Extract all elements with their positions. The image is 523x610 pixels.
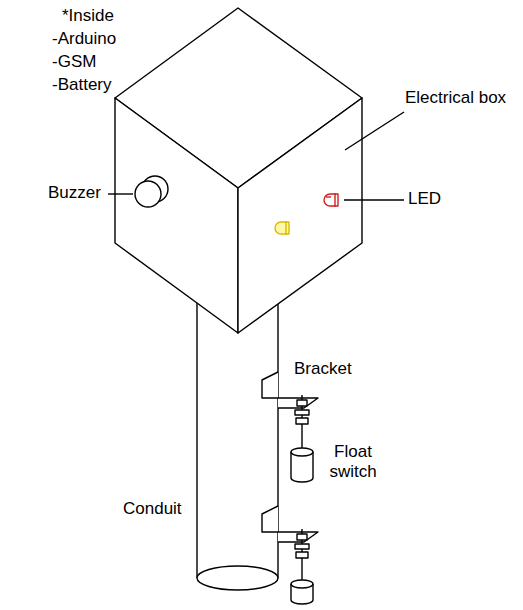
part-label: Buzzer xyxy=(48,183,101,203)
float-switch-upper xyxy=(291,395,313,482)
note-item: -Arduino xyxy=(52,29,116,49)
conduit xyxy=(197,303,278,590)
part-label: Float switch xyxy=(322,442,384,481)
leader-lines xyxy=(108,112,404,200)
part-label: Electrical box xyxy=(405,88,506,108)
led-yellow xyxy=(275,221,289,235)
float-switch-lower xyxy=(291,529,313,604)
part-label: Conduit xyxy=(123,499,182,519)
led-red xyxy=(324,193,338,207)
buzzer-symbol xyxy=(135,176,168,207)
part-label: Bracket xyxy=(294,359,352,379)
electrical-box xyxy=(115,8,362,333)
note-item: -GSM xyxy=(52,52,96,72)
part-label: LED xyxy=(408,189,441,209)
note-item: -Battery xyxy=(52,75,112,95)
bracket-lower xyxy=(262,506,318,542)
note-heading: *Inside xyxy=(62,6,114,26)
